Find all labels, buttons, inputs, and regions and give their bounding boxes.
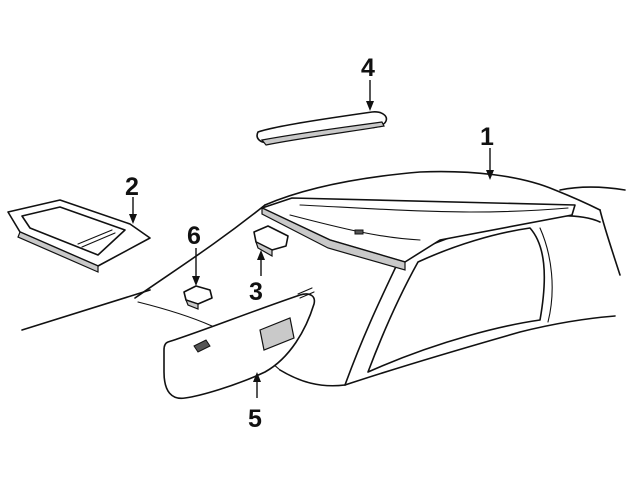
rear-pillar xyxy=(599,209,621,276)
callout-labels: 1 2 3 4 5 6 xyxy=(125,54,494,433)
b-pillar xyxy=(539,227,553,323)
sunvisor-body xyxy=(163,293,316,400)
leader-lines xyxy=(129,80,494,398)
part-4-grab-handle xyxy=(256,111,388,146)
callout-4: 4 xyxy=(361,54,375,82)
visor-bracket-base xyxy=(184,299,199,310)
arrow-2 xyxy=(129,214,137,224)
headliner-crease xyxy=(299,204,569,213)
sunvisor-clip xyxy=(193,339,211,353)
side-window xyxy=(367,227,546,373)
part-1-headliner xyxy=(261,197,576,271)
grab-handle-underside xyxy=(260,121,385,146)
callout-2: 2 xyxy=(125,173,139,201)
callout-5: 5 xyxy=(248,405,262,433)
callout-1: 1 xyxy=(480,123,494,151)
callout-3: 3 xyxy=(249,278,263,306)
roof-rear-edge xyxy=(559,186,626,191)
part-2-dome-lamp xyxy=(7,199,151,273)
arrow-6 xyxy=(192,276,200,286)
arrow-5 xyxy=(253,372,261,382)
arrow-1 xyxy=(486,170,494,180)
sunvisor-mirror xyxy=(259,317,295,351)
headliner-clip xyxy=(354,229,364,235)
dome-lamp-lens xyxy=(21,206,126,256)
part-5-sunvisor xyxy=(163,287,316,400)
arrow-3 xyxy=(257,250,265,260)
part-6-visor-bracket xyxy=(183,285,213,310)
headliner-front-face xyxy=(261,207,406,271)
dome-lamp-lens-detail xyxy=(77,229,116,248)
dome-lamp-edge xyxy=(17,231,99,273)
roof-front-edge xyxy=(264,170,601,211)
a-pillar-lower xyxy=(279,369,346,387)
part-3-visor-holder xyxy=(253,225,289,258)
door-frame-front xyxy=(344,257,401,386)
cowl-line xyxy=(21,289,151,331)
sunvisor-pivot-rod xyxy=(297,287,315,299)
arrow-4 xyxy=(366,101,374,111)
rocker-line xyxy=(344,315,616,386)
windshield-left-edge xyxy=(134,204,266,299)
visor-holder-face xyxy=(254,240,273,258)
callout-6: 6 xyxy=(187,222,201,250)
